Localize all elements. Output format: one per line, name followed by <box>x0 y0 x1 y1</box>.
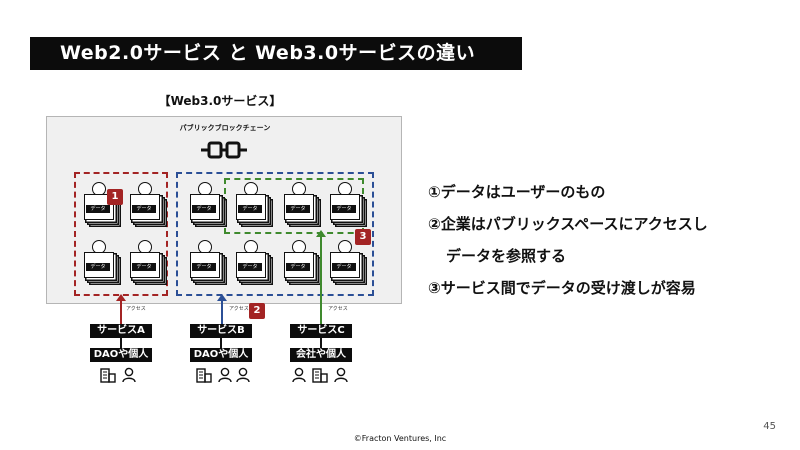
person-icon <box>236 367 250 383</box>
diagram-heading: 【Web3.0サービス】 <box>158 94 282 108</box>
data-tag: データ <box>238 263 262 271</box>
service-c-label: サービスC <box>290 324 352 338</box>
copyright: ©Fracton Ventures, Inc <box>353 434 447 443</box>
user-data-item: データ <box>130 182 166 226</box>
connector-line <box>220 338 222 348</box>
data-tag: データ <box>286 205 310 213</box>
data-tag: データ <box>192 263 216 271</box>
service-c-owner: 会社や個人 <box>290 348 352 362</box>
user-data-item: データ <box>330 182 366 226</box>
data-tag: データ <box>132 205 156 213</box>
point-2-continued: データを参照する <box>446 247 567 265</box>
point-2: ②企業はパブリックスペースにアクセスし <box>428 215 708 233</box>
data-tag: データ <box>132 263 156 271</box>
user-data-item: データ <box>190 182 226 226</box>
point-3: ③サービス間でデータの受け渡しが容易 <box>428 279 696 297</box>
connector-line <box>320 338 322 348</box>
key-points: ①データはユーザーのもの ②企業はパブリックスペースにアクセスし データを参照す… <box>428 176 788 304</box>
badge-3: 3 <box>355 229 371 245</box>
person-icon <box>292 367 306 383</box>
building-icon <box>196 368 212 383</box>
service-b-scope <box>176 172 374 296</box>
access-arrow-c <box>316 230 326 324</box>
service-a-owner: DAOや個人 <box>90 348 152 362</box>
access-label: アクセス <box>229 306 249 312</box>
data-tag: データ <box>286 263 310 271</box>
building-icon <box>312 368 328 383</box>
data-tag: データ <box>332 263 356 271</box>
user-data-item: データ <box>330 240 366 284</box>
person-icon <box>122 367 136 383</box>
user-data-item: データ <box>284 240 320 284</box>
person-icon <box>218 367 232 383</box>
slide-title: Web2.0サービス と Web3.0サービスの違い <box>30 37 522 70</box>
service-a-label: サービスA <box>90 324 152 338</box>
badge-2: 2 <box>249 303 265 319</box>
data-tag: データ <box>238 205 262 213</box>
chain-link-icon <box>201 141 247 159</box>
data-tag: データ <box>192 205 216 213</box>
access-arrow-b <box>217 294 227 324</box>
user-data-item: データ <box>236 240 272 284</box>
point-1: ①データはユーザーのもの <box>428 183 606 201</box>
user-data-item: データ <box>84 240 120 284</box>
user-data-item: データ <box>130 240 166 284</box>
access-label: アクセス <box>328 306 348 312</box>
access-label: アクセス <box>126 306 146 312</box>
data-tag: データ <box>332 205 356 213</box>
user-data-item: データ <box>190 240 226 284</box>
service-b-owner: DAOや個人 <box>190 348 252 362</box>
page-number: 45 <box>763 421 776 432</box>
badge-1: 1 <box>107 189 123 205</box>
person-icon <box>334 367 348 383</box>
access-arrow-a <box>116 294 126 324</box>
user-data-item: データ <box>236 182 272 226</box>
building-icon <box>100 368 116 383</box>
service-c-scope <box>224 178 364 234</box>
data-tag: データ <box>86 263 110 271</box>
data-tag: データ <box>86 205 110 213</box>
user-data-item: データ <box>284 182 320 226</box>
service-b-label: サービスB <box>190 324 252 338</box>
chain-label: パブリックブロックチェーン <box>179 124 271 132</box>
connector-line <box>120 338 122 348</box>
